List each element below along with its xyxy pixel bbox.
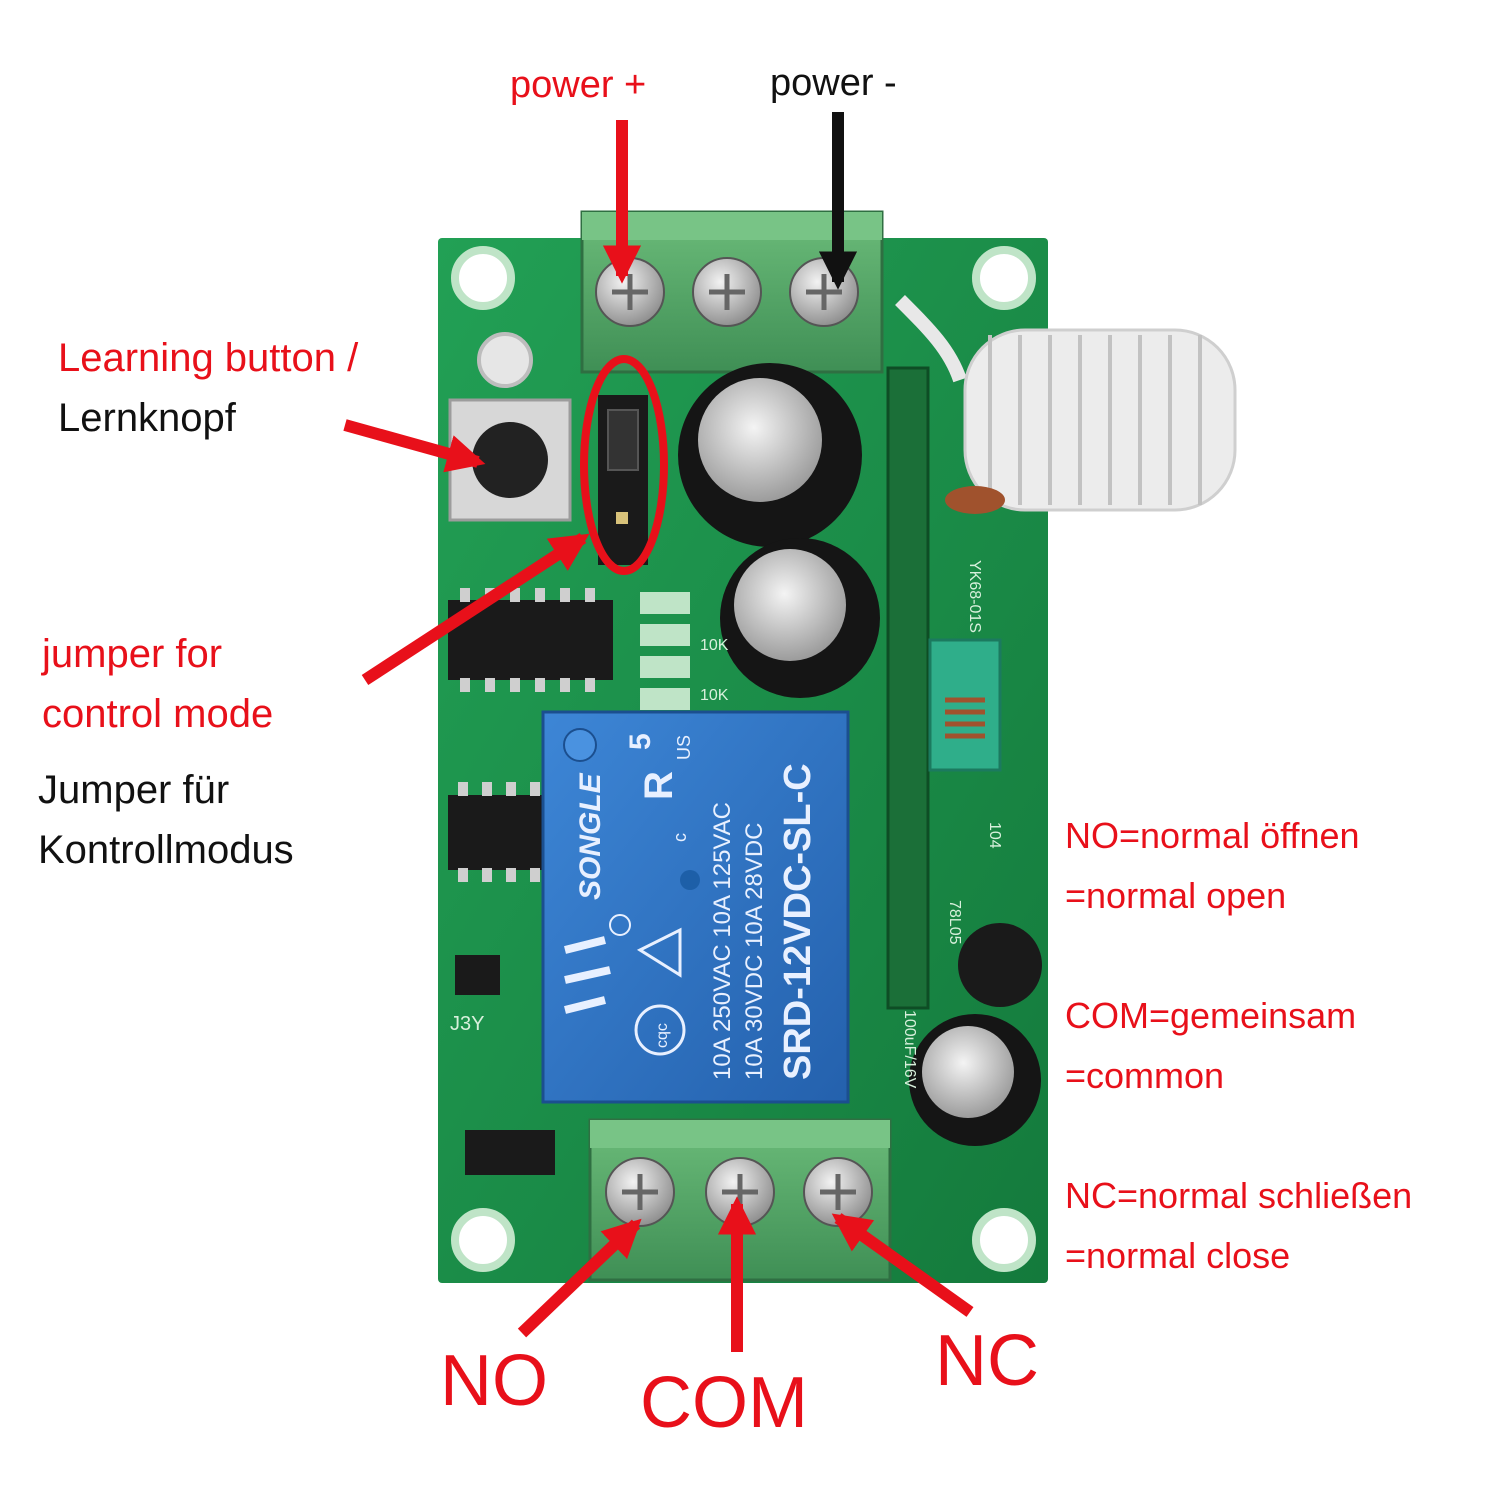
label-terminal-nc: NC xyxy=(935,1321,1039,1401)
jumper-highlight-ellipse xyxy=(580,355,668,575)
resistor-104-mark: 104 xyxy=(986,822,1003,849)
label-com-definition-1: COM=gemeinsam xyxy=(1065,995,1357,1036)
relay: SRD-12VDC-SL-C 10A 250VAC 10A 125VAC 10A… xyxy=(541,710,850,1104)
relay-cqc-mark: cqc xyxy=(654,1023,671,1048)
label-jumper-en-2: control mode xyxy=(42,692,274,736)
relay-rating-line1: 10A 250VAC 10A 125VAC xyxy=(709,802,736,1080)
label-learning-button-en: Learning button / xyxy=(58,336,359,380)
relay-brand: SONGLE xyxy=(574,772,607,900)
diode xyxy=(465,1130,555,1175)
mounting-holes xyxy=(451,246,1036,1272)
capacitor-top xyxy=(678,363,862,547)
arrow-learning-button xyxy=(343,419,486,473)
arrow-no xyxy=(517,1218,642,1338)
relay-model: SRD-12VDC-SL-C xyxy=(777,763,819,1080)
cap-mark: 100uF/16V xyxy=(901,1010,918,1089)
capacitor-bottom xyxy=(909,1014,1041,1146)
arrow-jumper xyxy=(361,532,590,686)
control-mode-jumper[interactable] xyxy=(598,395,648,565)
ic-mark: 78L05 xyxy=(946,900,963,945)
ic-chip-lower xyxy=(448,795,543,870)
label-jumper-en-1: jumper for xyxy=(42,632,223,676)
label-learning-button-de: Lernknopf xyxy=(58,396,236,440)
resistor-array xyxy=(640,592,690,710)
yk-mark: YK68-01S xyxy=(966,560,983,633)
arrow-nc xyxy=(831,1213,974,1317)
relay-r-circle xyxy=(609,914,631,936)
relay-warning-triangle xyxy=(636,927,682,978)
antenna-coil xyxy=(895,295,1237,514)
label-com-definition-2: =common xyxy=(1065,1055,1225,1096)
songle-logo-icon xyxy=(564,936,611,1014)
capacitor-middle xyxy=(720,538,880,698)
label-no-definition-1: NO=normal öffnen xyxy=(1065,815,1360,856)
relay-ur-mark: R xyxy=(637,771,681,800)
relay-us-mark: US xyxy=(674,735,694,760)
inductor xyxy=(928,638,1002,772)
relay-c-mark: c xyxy=(670,833,690,842)
label-nc-definition-1: NC=normal schließen xyxy=(1065,1175,1413,1216)
receiver-module xyxy=(886,366,930,1010)
inductor-winding-icon xyxy=(945,697,985,739)
label-jumper-de-1: Jumper für xyxy=(38,768,230,812)
relay-cqc-circle xyxy=(634,1004,686,1056)
label-no-definition-2: =normal open xyxy=(1065,875,1287,916)
label-jumper-de-2: Kontrollmodus xyxy=(38,828,294,872)
relay-number: 5 xyxy=(624,733,657,750)
label-terminal-com: COM xyxy=(640,1363,808,1443)
resistor-mark-2: 10K xyxy=(700,687,729,704)
relay-rating-line2: 10A 30VDC 10A 28VDC xyxy=(741,823,768,1081)
regulator xyxy=(958,923,1042,1007)
label-power-minus: power - xyxy=(770,62,897,104)
transistor xyxy=(455,955,500,995)
label-power-plus: power + xyxy=(510,64,647,106)
led xyxy=(477,332,533,388)
j3y-mark: J3Y xyxy=(450,1013,484,1035)
label-terminal-no: NO xyxy=(440,1341,548,1421)
label-nc-definition-2: =normal close xyxy=(1065,1235,1291,1276)
resistor-mark-1: 10K xyxy=(700,637,729,654)
